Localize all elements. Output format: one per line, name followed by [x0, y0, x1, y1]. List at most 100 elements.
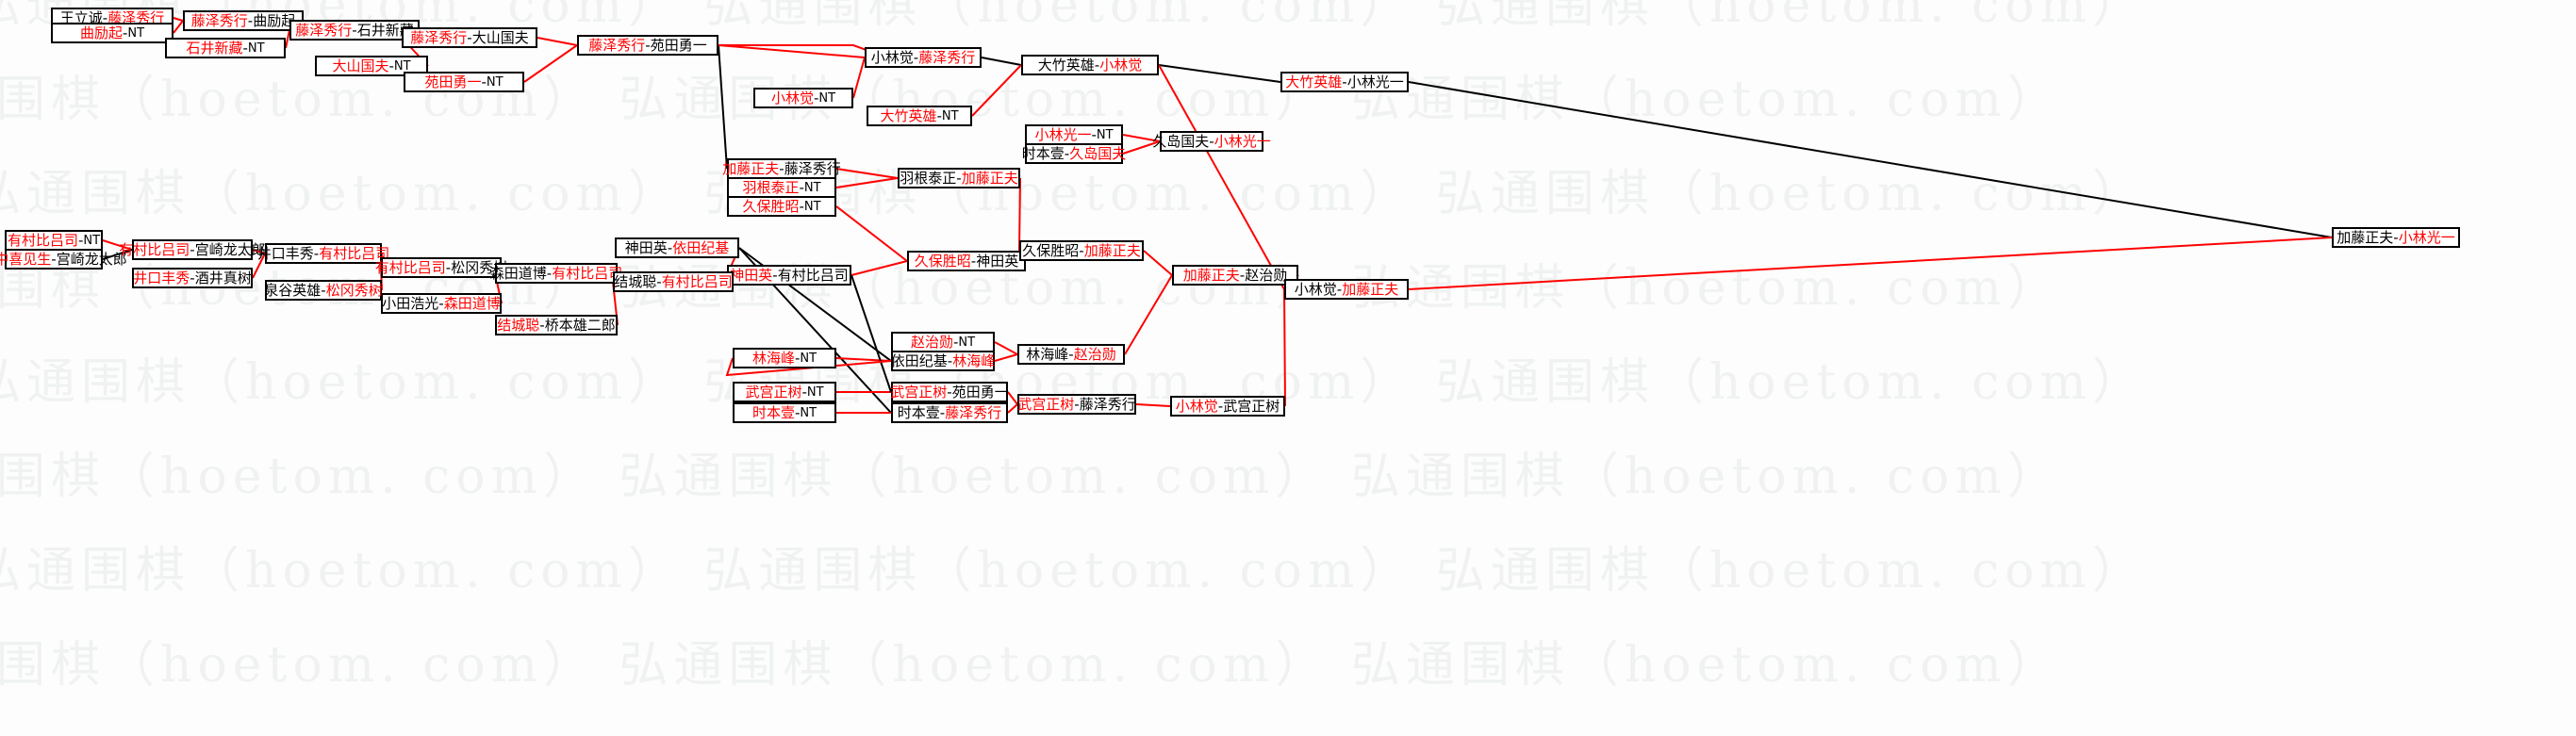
match-node[interactable]: 赵治勋-NT — [891, 332, 995, 352]
match-node[interactable]: 小林觉-武宫正树 — [1170, 396, 1285, 417]
match-node[interactable]: 藤泽秀行-石井新藏 — [289, 20, 420, 41]
match-node[interactable]: 小田浩光-森田道博 — [381, 293, 502, 314]
node-left-player: 久保胜昭 — [1022, 241, 1080, 259]
match-node[interactable]: 小林光一-NT — [1025, 124, 1123, 145]
match-node[interactable]: 藤泽秀行-苑田勇一 — [577, 35, 718, 56]
node-right-player: NT — [127, 25, 145, 41]
node-separator: - — [947, 352, 953, 369]
match-node[interactable]: 石井新藏-NT — [165, 38, 286, 58]
node-right-player: 有村比吕司 — [319, 244, 390, 262]
match-node[interactable]: 泉谷英雄-松冈秀树 — [264, 280, 383, 301]
node-separator: - — [190, 269, 195, 286]
node-separator: - — [102, 8, 108, 26]
node-separator: - — [1336, 280, 1343, 298]
node-left-player: 小林觉 — [870, 48, 914, 66]
match-node[interactable]: 林海峰-NT — [733, 348, 836, 368]
node-left-player: 时本壹 — [897, 403, 940, 421]
match-node[interactable]: 时本壹-藤泽秀行 — [891, 402, 1008, 423]
node-separator: - — [947, 383, 952, 401]
node-separator: - — [813, 89, 819, 106]
match-node[interactable]: 武宫正树-苑田勇一 — [890, 382, 1009, 402]
node-separator: - — [313, 244, 320, 262]
match-node[interactable]: 神田英-有村比吕司 — [727, 265, 851, 286]
node-left-player: 藤泽秀行 — [588, 36, 646, 54]
match-node[interactable]: 时本壹-NT — [733, 402, 836, 423]
node-separator: - — [799, 197, 804, 215]
match-node[interactable]: 久保胜昭-NT — [727, 196, 836, 217]
match-node[interactable]: 时本壹-久岛国夫 — [1022, 143, 1126, 164]
node-separator: - — [956, 169, 962, 187]
node-right-player: NT — [941, 108, 959, 123]
node-separator: - — [667, 238, 673, 256]
edge-line — [994, 353, 1018, 362]
node-right-player: NT — [806, 384, 824, 400]
match-node[interactable]: 小林觉-加藤正夫 — [1284, 279, 1409, 300]
match-node[interactable]: 加藤正夫-小林光一 — [2332, 227, 2460, 248]
node-right-player: 神田英 — [976, 252, 1019, 270]
node-left-player: 加藤正夫 — [1182, 266, 1240, 284]
watermark-text: 弘通围棋（hoetom. com） 弘通围棋（hoetom. com） 弘通围棋… — [0, 449, 2062, 505]
match-node[interactable]: 结城聪-有村比吕司 — [613, 271, 734, 292]
node-right-player: 赵治勋 — [1245, 266, 1288, 284]
edge-line — [1007, 403, 1018, 414]
node-left-player: 结城聪 — [614, 272, 657, 290]
match-node[interactable]: 加藤正夫-藤泽秀行 — [722, 158, 841, 179]
node-left-player: 大山国夫 — [332, 57, 389, 74]
match-node[interactable]: 久保胜昭-神田英 — [907, 251, 1026, 271]
match-node[interactable]: 久岛国夫-小林光一 — [1152, 131, 1271, 152]
node-separator: - — [539, 316, 545, 334]
match-node[interactable]: 结城聪-桥本雄二郎 — [495, 315, 618, 335]
match-node[interactable]: 畔中喜见生-宫崎龙太郎 — [0, 249, 127, 270]
match-node[interactable]: 羽根泰正-NT — [727, 177, 836, 198]
match-node[interactable]: 有村比吕司-宫崎龙太郎 — [119, 239, 266, 260]
match-node[interactable]: 小林觉-藤泽秀行 — [865, 47, 982, 68]
edge-line — [173, 17, 184, 22]
node-right-player: 宫崎龙太郎 — [56, 250, 127, 268]
match-node[interactable]: 有村比吕司-NT — [5, 230, 103, 251]
edge-line — [1007, 391, 1018, 405]
node-right-player: 苑田勇一 — [951, 383, 1009, 401]
match-node[interactable]: 曲励起-NT — [51, 23, 173, 43]
node-separator: - — [1064, 144, 1070, 162]
match-node[interactable]: 林海峰-赵治勋 — [1017, 344, 1125, 365]
node-right-player: 曲励起 — [253, 11, 296, 29]
node-left-player: 小林光一 — [1034, 125, 1092, 143]
match-node[interactable]: 大竹英雄-小林觉 — [1021, 55, 1159, 75]
node-right-player: NT — [1096, 127, 1114, 142]
node-left-player: 武宫正树 — [745, 383, 802, 401]
node-left-player: 大竹英雄 — [1285, 73, 1343, 90]
match-node[interactable]: 小林觉-NT — [753, 88, 853, 108]
match-node[interactable]: 森田道博-有村比吕司 — [490, 263, 622, 284]
match-node[interactable]: 井口丰秀-酒井真树 — [132, 268, 253, 288]
node-right-player: 小林光一 — [1346, 73, 1404, 90]
match-node[interactable]: 藤泽秀行-曲励起 — [183, 10, 304, 31]
node-left-player: 藤泽秀行 — [190, 11, 248, 29]
match-node[interactable]: 大竹英雄-NT — [867, 106, 972, 126]
node-separator: - — [481, 73, 487, 90]
match-node[interactable]: 井口丰秀-有村比吕司 — [257, 243, 389, 264]
edge-line — [1408, 237, 2333, 290]
match-node[interactable]: 久保胜昭-加藤正夫 — [1019, 240, 1144, 261]
edge-line — [850, 260, 908, 276]
watermark-text: 弘通围棋（hoetom. com） 弘通围棋（hoetom. com） 弘通围棋… — [0, 72, 2062, 128]
match-node[interactable]: 藤泽秀行-大山国夫 — [402, 27, 537, 48]
watermark-text: 弘通围棋（hoetom. com） 弘通围棋（hoetom. com） 弘通围棋… — [0, 637, 2062, 694]
match-node[interactable]: 神田英-依田纪基 — [615, 237, 739, 258]
node-left-player: 藤泽秀行 — [410, 28, 468, 46]
node-separator: - — [913, 48, 919, 66]
edge-line — [1283, 288, 1286, 407]
match-node[interactable]: 加藤正夫-赵治勋 — [1172, 265, 1298, 286]
match-node[interactable]: 有村比吕司-松冈秀树 — [375, 257, 507, 278]
match-node[interactable]: 武宫正树-藤泽秀行 — [1017, 394, 1136, 415]
node-separator: - — [1094, 56, 1100, 74]
node-right-player: 林海峰 — [952, 352, 996, 369]
match-node[interactable]: 武宫正树-NT — [733, 382, 836, 402]
node-left-player: 加藤正夫 — [722, 159, 780, 177]
match-node[interactable]: 羽根泰正-加藤正夫 — [898, 168, 1020, 188]
match-node[interactable]: 苑田勇一-NT — [404, 72, 524, 92]
match-node[interactable]: 大竹英雄-小林光一 — [1280, 72, 1409, 92]
node-separator: - — [970, 252, 977, 270]
node-right-player: NT — [800, 405, 817, 420]
match-node[interactable]: 依田纪基-林海峰 — [891, 351, 995, 371]
